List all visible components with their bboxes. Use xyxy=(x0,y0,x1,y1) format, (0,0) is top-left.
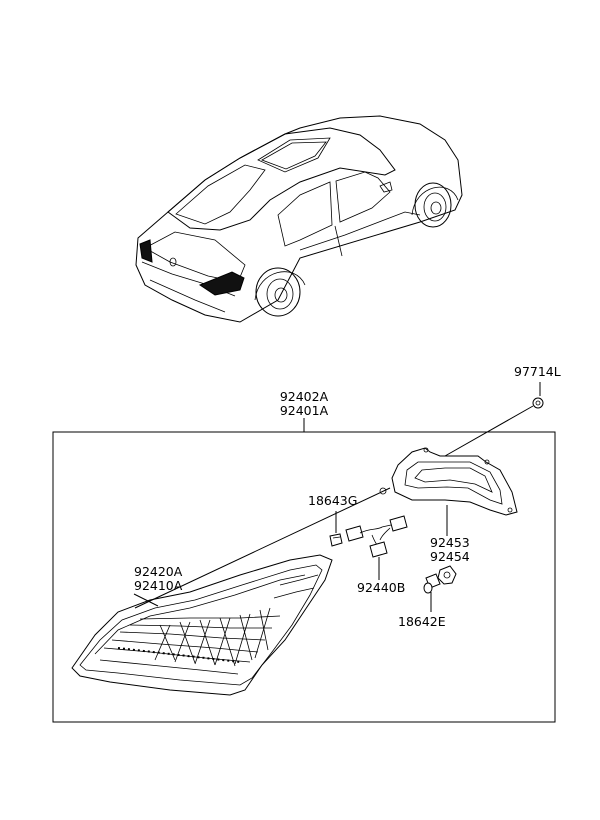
label-97714L: 97714L xyxy=(514,364,561,379)
label-92420A: 92420A xyxy=(134,564,183,579)
car-illustration xyxy=(135,115,463,323)
label-92401A: 92401A xyxy=(280,403,329,418)
gasket-part xyxy=(391,447,518,516)
parts-box xyxy=(52,431,556,723)
tail-lamp-lens xyxy=(71,554,333,696)
label-92454: 92454 xyxy=(430,549,470,564)
label-18643G: 18643G xyxy=(308,493,357,508)
harness-part xyxy=(345,515,408,558)
leader-screw xyxy=(444,405,534,457)
label-92402A: 92402A xyxy=(280,389,329,404)
bulb-part xyxy=(423,565,457,594)
screw-part xyxy=(532,382,544,409)
label-18642E: 18642E xyxy=(398,614,446,629)
leader-lens xyxy=(133,593,159,607)
leader-lens-gasket xyxy=(134,487,391,609)
label-92410A: 92410A xyxy=(134,578,183,593)
label-92453: 92453 xyxy=(430,535,470,550)
label-92440B: 92440B xyxy=(357,580,405,595)
socket-bulb-part xyxy=(329,533,343,547)
gasket-clip xyxy=(379,487,387,495)
